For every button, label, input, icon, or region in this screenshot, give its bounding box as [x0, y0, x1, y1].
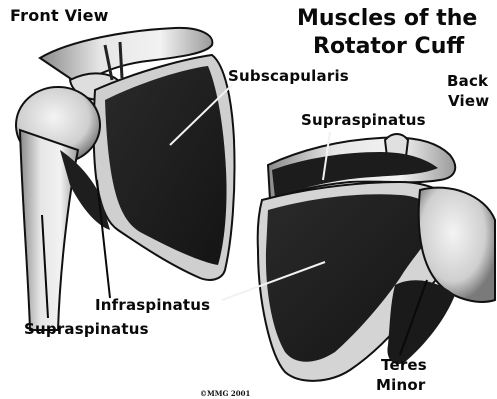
subscapularis-label: Subscapularis — [228, 67, 349, 85]
teres-minor-label-line2: Minor — [376, 376, 425, 394]
back-view-label-line2: View — [448, 92, 489, 110]
teres-minor-label-line1: Teres — [381, 356, 427, 374]
back-view-label-line1: Back — [447, 72, 488, 90]
back-view-shoulder — [258, 134, 495, 381]
title-line-2: Rotator Cuff — [313, 34, 464, 59]
supraspinatus-back-label: Supraspinatus — [301, 111, 426, 129]
front-view-shoulder — [16, 28, 235, 330]
front-view-label: Front View — [10, 6, 109, 25]
title-line-1: Muscles of the — [297, 6, 477, 31]
copyright-notice: ©MMG 2001 — [200, 389, 250, 398]
teres-minor-muscle — [387, 280, 455, 364]
infraspinatus-label: Infraspinatus — [95, 296, 210, 314]
supraspinatus-front-label: Supraspinatus — [24, 320, 149, 338]
subscapularis-muscle — [105, 66, 227, 265]
